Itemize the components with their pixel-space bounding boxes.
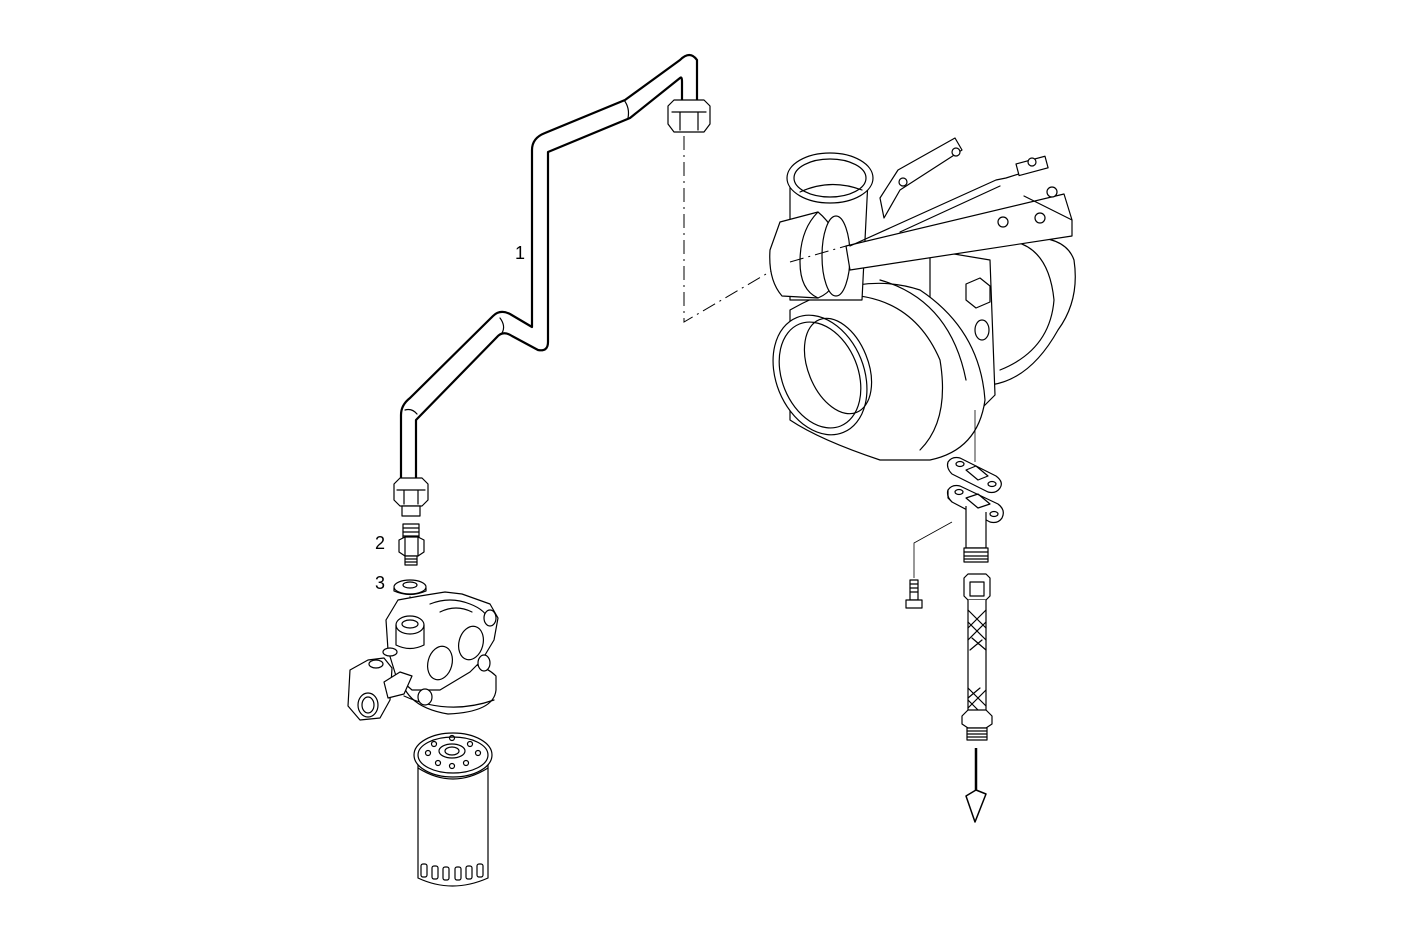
drain-tube[interactable] [963,506,989,563]
flange-bolt[interactable] [905,521,953,609]
braided-drain-hose[interactable] [961,573,993,741]
turbocharger[interactable] [756,137,1076,462]
oil-feed-pipe[interactable] [393,53,711,517]
drain-gaskets[interactable] [946,456,1004,524]
callout-label-2: 2 [375,533,386,553]
oil-filter-cartridge[interactable] [413,732,493,887]
assembly-centerline [683,136,791,323]
callout-label-1: 1 [515,243,526,263]
oil-filter-head[interactable] [347,591,499,721]
callout-label-3: 3 [375,573,386,593]
flow-direction-arrow [965,748,987,823]
union-fitting[interactable] [398,523,425,566]
sealing-washer[interactable] [393,579,427,596]
